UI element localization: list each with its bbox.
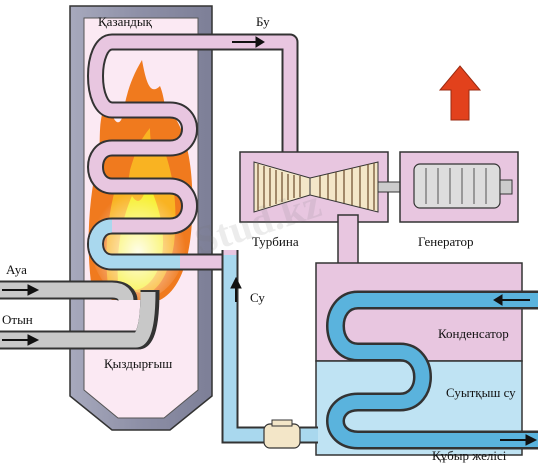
generator — [399, 151, 519, 223]
air-label: Ауа — [6, 262, 27, 277]
condenser — [315, 262, 538, 456]
pipeline-label: Құбыр желісі — [432, 448, 507, 463]
output-arrow — [438, 65, 482, 121]
boiler-label: Қазандық — [98, 14, 152, 29]
pump — [263, 419, 301, 449]
generator-label: Генератор — [418, 234, 474, 249]
turbine-assembly — [239, 151, 519, 266]
turbine — [253, 161, 409, 213]
water-label: Су — [250, 290, 265, 305]
flow-arrows — [2, 36, 538, 446]
cooling-water-label: Суытқыш су — [446, 385, 516, 400]
boiler-tube — [87, 33, 299, 271]
heater-label: Қыздырғыш — [104, 356, 173, 371]
water-return-pipe — [221, 255, 318, 449]
steam-label: Бу — [256, 14, 270, 29]
condenser-label: Конденсатор — [438, 326, 509, 341]
turbine-label: Турбина — [252, 234, 299, 249]
inlet-pipes — [0, 280, 160, 350]
fuel-label: Отын — [2, 312, 33, 327]
